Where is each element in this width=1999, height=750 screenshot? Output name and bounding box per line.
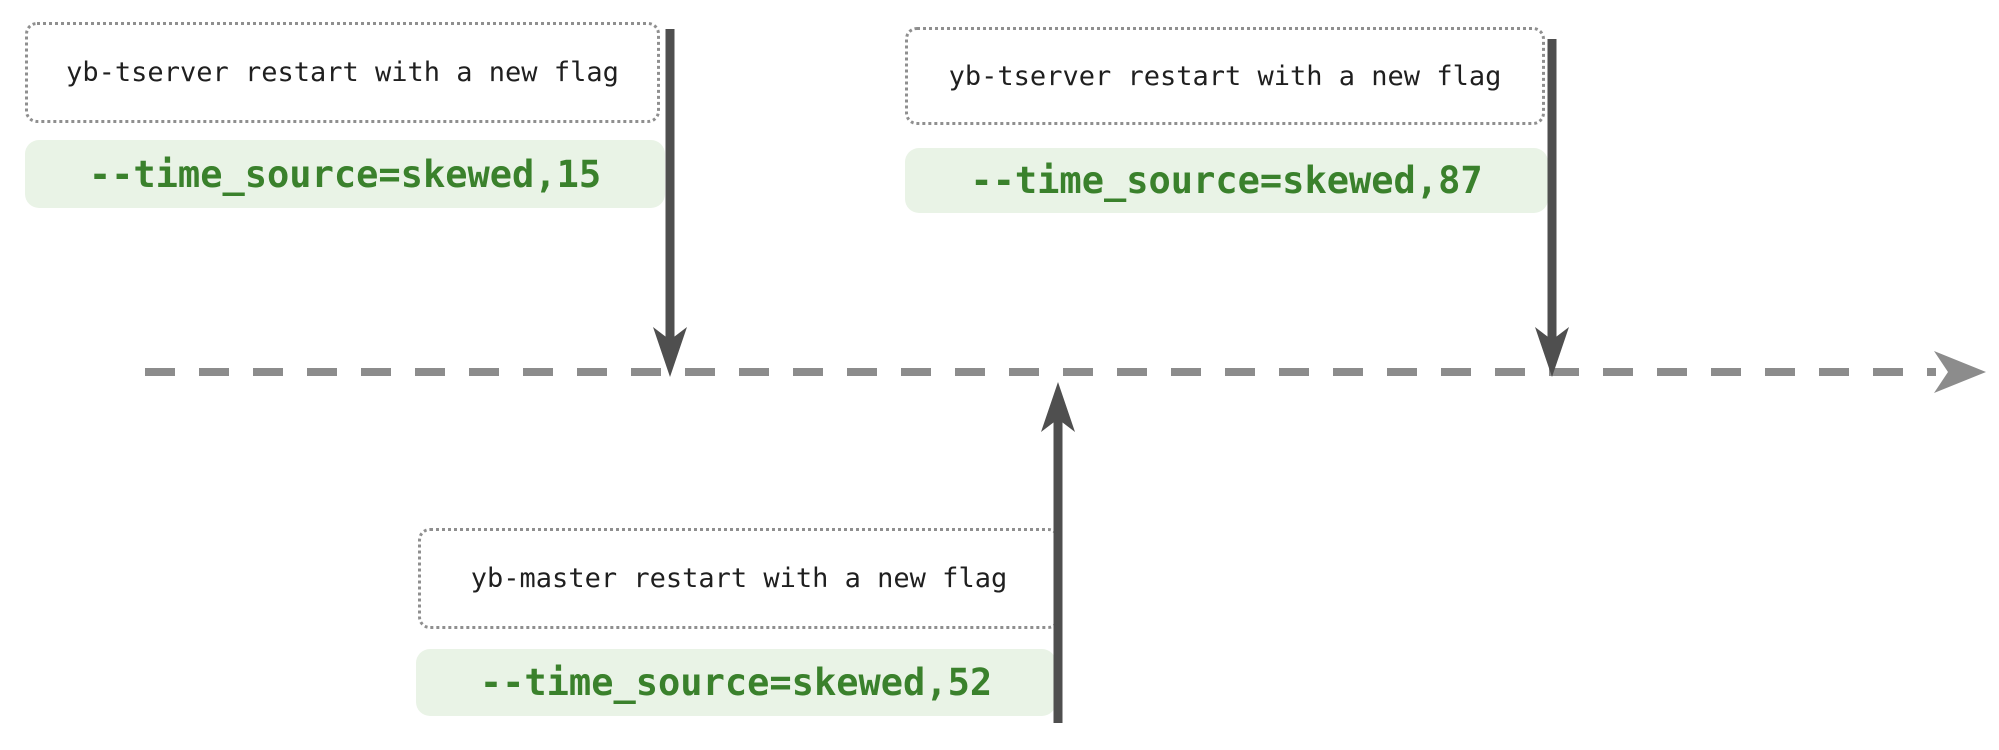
- event-3-flag-box: --time_source=skewed,52: [416, 649, 1056, 716]
- event-2-flag-text: --time_source=skewed,87: [970, 159, 1483, 202]
- event-1-label: yb-tserver restart with a new flag: [66, 57, 619, 88]
- event-1-flag-box: --time_source=skewed,15: [25, 140, 665, 208]
- event-3-label: yb-master restart with a new flag: [470, 563, 1008, 594]
- timeline-axis-arrow-icon: [145, 351, 1986, 393]
- event-3-note-box: yb-master restart with a new flag: [418, 528, 1060, 629]
- event-2-note-box: yb-tserver restart with a new flag: [905, 27, 1545, 125]
- event-3-flag-text: --time_source=skewed,52: [479, 661, 993, 704]
- event-1-note-box: yb-tserver restart with a new flag: [25, 22, 660, 123]
- event-1-flag-text: --time_source=skewed,15: [88, 152, 602, 196]
- event-2-label: yb-tserver restart with a new flag: [948, 60, 1502, 92]
- event-2-flag-box: --time_source=skewed,87: [905, 148, 1548, 213]
